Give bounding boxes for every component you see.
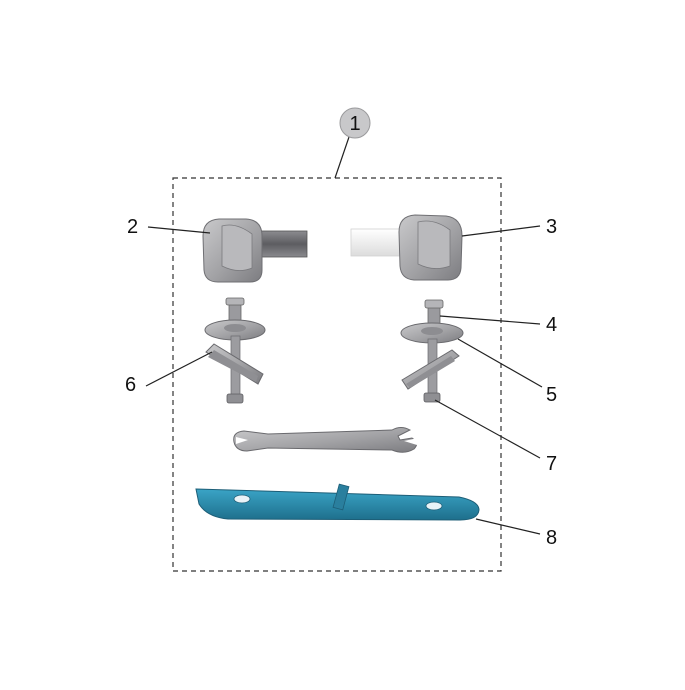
mounting-plate-part xyxy=(195,483,480,521)
callout-2: 2 xyxy=(127,216,138,238)
leader-8 xyxy=(475,518,541,535)
callout-3: 3 xyxy=(546,216,557,238)
spanner-part xyxy=(233,427,418,453)
callout-7: 7 xyxy=(546,453,557,475)
assembly-badge: 1 xyxy=(334,107,371,179)
leader-lines xyxy=(145,225,543,535)
assembly-badge-label: 1 xyxy=(349,113,360,135)
leader-4 xyxy=(439,315,541,325)
leader-5 xyxy=(457,338,543,388)
callout-5: 5 xyxy=(546,384,557,406)
left-fixing-assembly xyxy=(204,297,266,404)
callout-6: 6 xyxy=(125,374,136,396)
callout-4: 4 xyxy=(546,314,557,336)
leader-6 xyxy=(145,351,213,387)
hinge-left-part xyxy=(202,218,308,283)
callout-8: 8 xyxy=(546,527,557,549)
leader-2 xyxy=(147,226,211,234)
hinge-right-part xyxy=(350,214,463,281)
right-fixing-assembly xyxy=(400,299,464,403)
leader-3 xyxy=(461,225,541,237)
assembly-frame xyxy=(172,177,502,572)
leader-7 xyxy=(434,399,541,459)
